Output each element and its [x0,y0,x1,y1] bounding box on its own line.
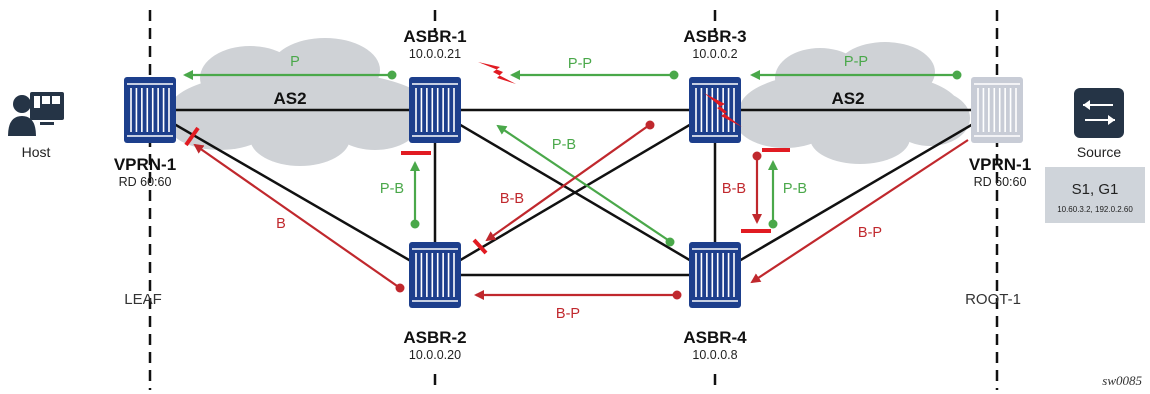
label-asbr4-pb: P-B [552,137,576,153]
cloud-as2-left [165,38,430,166]
vprn-left-name: VPRN-1 [114,155,176,174]
asbr3-name: ASBR-3 [683,27,746,46]
lightning-icon [478,62,742,127]
host-icon [8,92,64,136]
vprn-right-name: VPRN-1 [969,155,1031,174]
vprn-left-rd: RD 60:60 [119,175,172,189]
asbr3-ip: 10.0.0.2 [692,47,737,61]
asbr1-name: ASBR-1 [403,27,466,46]
dashed-boundaries [148,10,999,392]
network-links [149,108,998,277]
label-asbr3-pp: P-P [844,54,868,70]
green-arrows [183,70,955,241]
source-label: Source [1077,144,1122,160]
router-vprn-left [124,77,176,143]
asbr2-ip: 10.0.0.20 [409,348,461,362]
vprn-right-rd: RD 60:60 [974,175,1027,189]
source-icon [1074,88,1124,138]
host-label: Host [22,144,51,160]
arrow-asbr3-bb [485,125,649,242]
green-arrow-tails [387,70,962,247]
label-asbr1-pp: P-P [568,56,592,72]
asbr1-ip: 10.0.0.21 [409,47,461,61]
router-asbr4 [689,242,741,308]
sg-group: S1, G1 [1072,181,1119,198]
arrow-root-bp [750,139,969,284]
blocking-bars [184,126,790,255]
asbr4-ip: 10.0.0.8 [692,348,737,362]
router-asbr1 [409,77,461,143]
arrow-asbr4-pb [496,124,669,241]
router-vprn-right [971,77,1023,143]
label-leaf-p: P [290,54,300,70]
label-asbr2-pb: P-B [380,181,404,197]
label-asbr3-pb: P-B [783,181,807,197]
leaf-label: LEAF [124,291,162,308]
as2-left-label: AS2 [273,89,306,108]
label-root-bp: B-P [858,225,882,241]
label-asbr2-bb: B-B [500,191,524,207]
router-asbr2 [409,242,461,308]
label-asbr3-bb: B-B [722,181,746,197]
figure-ref: sw0085 [1102,373,1142,388]
router-asbr3 [689,77,741,143]
label-asbr4-bp: B-P [556,306,580,322]
red-arrow-tails [395,120,762,300]
asbr4-name: ASBR-4 [683,328,747,347]
root-label: ROOT-1 [965,291,1021,308]
sg-box [1045,167,1145,223]
as2-right-label: AS2 [831,89,864,108]
red-arrows [193,125,969,300]
asbr2-name: ASBR-2 [403,328,466,347]
cloud-as2-right [735,42,970,164]
label-leaf-b: B [276,216,286,232]
arrow-leaf-b [193,143,401,289]
sg-addrs: 10.60.3.2, 192.0.2.60 [1057,205,1133,214]
